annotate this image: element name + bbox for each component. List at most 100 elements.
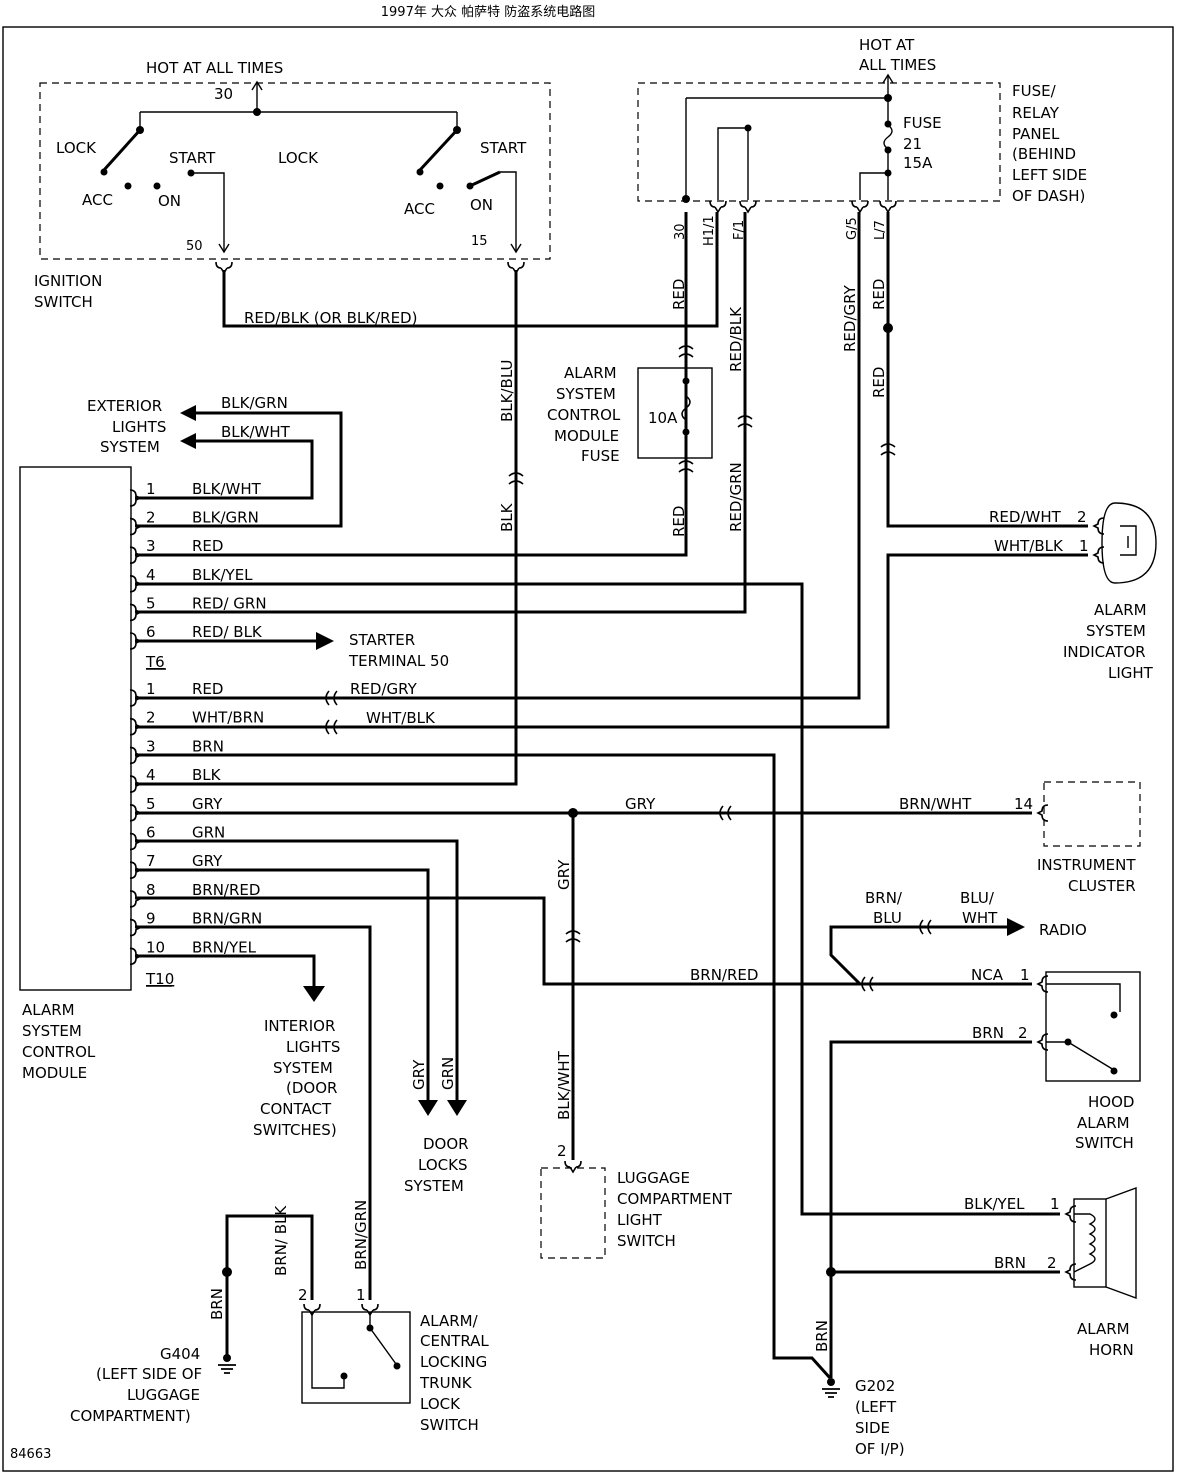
module-pin-wire-color: BLK/GRN xyxy=(192,509,259,527)
exterior-lights-label: EXTERIOR LIGHTS SYSTEM xyxy=(87,397,166,456)
svg-text:SWITCH: SWITCH xyxy=(1075,1134,1134,1152)
svg-text:TERMINAL 50: TERMINAL 50 xyxy=(348,652,449,670)
svg-text:LOCK: LOCK xyxy=(278,149,319,167)
alarm-module-fuse: 10A ALARM SYSTEM CONTROL MODULE FUSE xyxy=(547,352,713,470)
svg-text:GRY: GRY xyxy=(625,795,656,813)
alarm-horn: 1 2 ALARM HORN xyxy=(1047,1186,1137,1359)
svg-text:BRN/WHT: BRN/WHT xyxy=(899,795,972,813)
svg-text:50: 50 xyxy=(186,239,203,254)
svg-text:BRN/ BLK: BRN/ BLK xyxy=(272,1205,290,1276)
module-pin-wire-color: BLK/WHT xyxy=(192,480,262,498)
interior-lights-label: INTERIOR LIGHTS SYSTEM (DOOR CONTACT SWI… xyxy=(253,1017,340,1139)
svg-text:2: 2 xyxy=(298,1286,308,1304)
module-pin-number: 2 xyxy=(146,509,156,527)
svg-text:1: 1 xyxy=(1050,1195,1060,1213)
svg-text:30: 30 xyxy=(214,85,233,103)
svg-text:START: START xyxy=(169,149,216,167)
svg-text:GRN: GRN xyxy=(439,1057,457,1090)
svg-text:ALARM/: ALARM/ xyxy=(420,1312,479,1330)
svg-text:SWITCH: SWITCH xyxy=(420,1416,479,1434)
svg-text:G202: G202 xyxy=(855,1377,895,1395)
module-pin-wire-color: RED/ GRN xyxy=(192,594,267,612)
svg-text:BLK: BLK xyxy=(498,502,516,532)
svg-text:ALL TIMES: ALL TIMES xyxy=(859,56,936,74)
module-pin-number: 8 xyxy=(146,881,156,899)
svg-text:T10: T10 xyxy=(145,970,174,988)
svg-text:LOCKING: LOCKING xyxy=(420,1353,487,1371)
svg-text:(LEFT: (LEFT xyxy=(855,1398,897,1416)
svg-text:2: 2 xyxy=(1018,1024,1028,1042)
svg-text:BRN: BRN xyxy=(972,1024,1004,1042)
module-pin-wire-color: RED/ BLK xyxy=(192,623,263,641)
svg-text:LOCKS: LOCKS xyxy=(418,1156,467,1174)
instrument-cluster: 14 INSTRUMENT CLUSTER xyxy=(1014,781,1141,895)
svg-text:INDICATOR: INDICATOR xyxy=(1063,643,1146,661)
svg-text:TRUNK: TRUNK xyxy=(419,1374,473,1392)
module-pin-number: 3 xyxy=(146,537,156,555)
svg-text:HOT AT: HOT AT xyxy=(859,36,915,54)
module-pin-wire-color: BRN/RED xyxy=(192,881,260,899)
svg-text:MODULE: MODULE xyxy=(22,1064,87,1082)
svg-text:ACC: ACC xyxy=(82,191,113,209)
svg-text:2: 2 xyxy=(1047,1254,1057,1272)
svg-text:CONTROL: CONTROL xyxy=(547,406,621,424)
svg-text:SIDE: SIDE xyxy=(855,1419,890,1437)
svg-text:WHT/BLK: WHT/BLK xyxy=(366,709,436,727)
svg-text:RED/BLK (OR BLK/RED): RED/BLK (OR BLK/RED) xyxy=(244,309,417,327)
svg-text:(BEHIND: (BEHIND xyxy=(1012,145,1076,163)
module-pin-number: 4 xyxy=(146,566,156,584)
svg-text:1: 1 xyxy=(1079,537,1089,555)
module-pin-wire-color: GRN xyxy=(192,824,225,842)
module-pin-wire-color: GRY xyxy=(192,852,223,870)
door-locks-label: DOOR LOCKS SYSTEM xyxy=(404,1135,469,1195)
svg-text:MODULE: MODULE xyxy=(554,427,619,445)
svg-text:SWITCHES): SWITCHES) xyxy=(253,1121,337,1139)
svg-text:SYSTEM: SYSTEM xyxy=(1086,622,1146,640)
svg-text:ALARM: ALARM xyxy=(1077,1114,1130,1132)
svg-text:OF I/P): OF I/P) xyxy=(855,1440,905,1458)
module-pin-wire-color: BLK xyxy=(192,766,222,784)
svg-text:BRN: BRN xyxy=(994,1254,1026,1272)
svg-text:BLU: BLU xyxy=(873,909,902,927)
svg-text:CONTROL: CONTROL xyxy=(22,1043,96,1061)
luggage-light-switch: 2 LUGGAGE COMPARTMENT LIGHT SWITCH xyxy=(540,1142,733,1259)
svg-text:BRN/: BRN/ xyxy=(865,889,903,907)
svg-text:SYSTEM: SYSTEM xyxy=(273,1059,333,1077)
module-pin-wire-color: GRY xyxy=(192,795,223,813)
svg-text:SYSTEM: SYSTEM xyxy=(404,1177,464,1195)
svg-text:1: 1 xyxy=(356,1286,366,1304)
svg-text:WHT/BLK: WHT/BLK xyxy=(994,537,1064,555)
svg-text:RED/WHT: RED/WHT xyxy=(989,508,1062,526)
module-pin-number: 5 xyxy=(146,795,156,813)
alarm-indicator-light: 2 1 ALARM SYSTEM INDICATOR LIGHT xyxy=(1063,502,1157,682)
svg-text:FUSE: FUSE xyxy=(903,114,942,132)
diagram-title: 1997年 大众 帕萨特 防盗系统电路图 xyxy=(381,4,595,20)
svg-text:LEFT SIDE: LEFT SIDE xyxy=(1012,166,1087,184)
svg-text:30: 30 xyxy=(673,223,688,240)
trunk-lock-switch: 2 1 ALARM/ CENTRAL LOCKING TRUNK LOCK SW… xyxy=(298,1286,489,1434)
module-pin-number: 6 xyxy=(146,824,156,842)
svg-text:ALARM: ALARM xyxy=(1094,601,1147,619)
module-pin-number: 10 xyxy=(146,938,165,956)
svg-text:RED/GRY: RED/GRY xyxy=(841,284,859,352)
svg-text:START: START xyxy=(480,139,527,157)
ground-g202: G202 (LEFT SIDE OF I/P) xyxy=(821,1377,905,1458)
svg-text:ON: ON xyxy=(470,196,493,214)
svg-text:CLUSTER: CLUSTER xyxy=(1068,877,1136,895)
svg-text:WHT: WHT xyxy=(962,909,998,927)
svg-text:COMPARTMENT: COMPARTMENT xyxy=(617,1190,733,1208)
svg-text:CONTACT: CONTACT xyxy=(260,1100,332,1118)
radio-label: RADIO xyxy=(1039,921,1087,939)
svg-text:CENTRAL: CENTRAL xyxy=(420,1332,489,1350)
svg-text:F/1: F/1 xyxy=(732,220,747,240)
svg-text:RED: RED xyxy=(870,279,888,310)
svg-text:STARTER: STARTER xyxy=(349,631,415,649)
svg-text:DOOR: DOOR xyxy=(423,1135,469,1153)
svg-text:FUSE/: FUSE/ xyxy=(1012,82,1057,100)
svg-text:NCA: NCA xyxy=(971,966,1004,984)
fuse-relay-panel: HOT AT ALL TIMES FUSE 21 15A FUSE/ RELAY… xyxy=(637,36,1087,246)
svg-text:ACC: ACC xyxy=(404,200,435,218)
svg-text:2: 2 xyxy=(557,1142,567,1160)
svg-text:GRY: GRY xyxy=(410,1059,428,1090)
